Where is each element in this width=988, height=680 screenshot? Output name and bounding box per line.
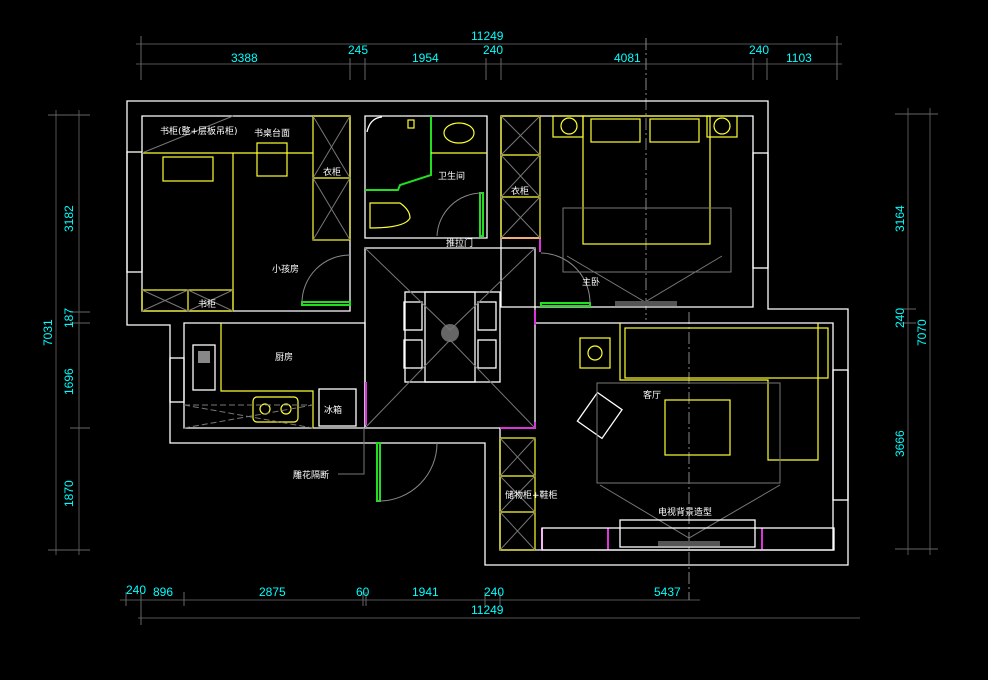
dim-right: 3164 [893,205,907,232]
label-bathroom: 卫生间 [438,170,465,182]
window [752,152,769,269]
label-tv-wall: 电视背景造型 [658,506,712,518]
dim-right: 240 [893,308,907,328]
dim-left: 187 [62,308,76,328]
shoe-cabinet [499,437,536,551]
chair [256,142,288,177]
dim-left: 1696 [62,368,76,395]
label-wardrobe-kids: 衣柜 [323,166,341,178]
label-study-cabinet: 书柜(整+层板吊柜) [160,125,238,137]
dim-bottom-overall: 11249 [471,603,504,617]
armchair [576,391,623,440]
dim-left: 3182 [62,205,76,232]
window [169,357,185,403]
dim-top: 3388 [231,51,258,65]
dim-bottom: 5437 [654,585,681,599]
walls [126,100,849,566]
dim-left-overall: 7031 [41,319,55,346]
label-living-room: 客厅 [643,389,661,401]
doors [301,116,591,502]
window [126,151,143,273]
dining-chair [403,339,423,369]
label-carved-partition: 雕花隔断 [293,469,329,481]
dim-top-overall: 11249 [471,29,504,43]
washbasin [443,122,475,144]
label-bookcase: 书柜 [198,298,216,310]
bedroom-wardrobe [500,115,541,239]
gas-stove [252,396,299,423]
desk [162,156,214,182]
tv-bedroom [615,301,677,306]
dim-bottom: 1941 [412,585,439,599]
label-kids-room: 小孩房 [272,263,299,275]
dim-top: 4081 [614,51,641,65]
dim-right-overall: 7070 [915,319,929,346]
label-kitchen: 厨房 [275,351,293,363]
label-sliding-door: 推拉门 [446,237,473,249]
plant-icon [441,324,459,342]
bathroom-sliding-door [479,192,484,237]
double-bed [582,115,711,245]
dimension-text: 11249 3388 245 1954 240 4081 240 1103 24… [41,29,929,617]
dim-bottom: 240 [126,583,146,597]
side-table [579,337,611,369]
label-master-bedroom: 主卧 [582,276,600,288]
dim-top: 1103 [786,51,812,65]
sofa [619,323,819,461]
dim-top: 245 [348,43,368,57]
dim-top: 1954 [412,51,439,65]
openings [365,237,763,550]
leader-line [338,428,365,475]
toilet [369,202,411,229]
dimension-lines [48,36,938,625]
dim-bottom: 896 [153,585,173,599]
dim-bottom: 60 [356,585,370,599]
dim-left: 1870 [62,480,76,507]
dining-chair [403,301,423,331]
label-storage-shoe-cabinet: 储物柜+鞋柜 [505,489,558,501]
dim-top: 240 [483,43,503,57]
room-labels: 书柜(整+层板吊柜) 书桌台面 衣柜 小孩房 书柜 卫生间 推拉门 衣柜 主卧 … [160,125,712,518]
sink [192,344,216,391]
dining-chair [477,339,497,369]
dim-bottom: 240 [484,585,504,599]
coffee-table [664,399,731,456]
window [832,369,849,501]
bedroom-door [540,302,591,307]
tv-wall [619,519,756,548]
label-fridge: 冰箱 [324,404,342,416]
furniture [141,115,835,551]
dim-top: 240 [749,43,769,57]
dining-chair [477,301,497,331]
label-wardrobe-master: 衣柜 [511,185,529,197]
dim-bottom: 2875 [259,585,286,599]
fridge [318,388,357,427]
kids-room-door [301,301,351,306]
label-desk-top: 书桌台面 [254,127,290,139]
entry-door [376,442,381,502]
dim-right: 3666 [893,430,907,457]
